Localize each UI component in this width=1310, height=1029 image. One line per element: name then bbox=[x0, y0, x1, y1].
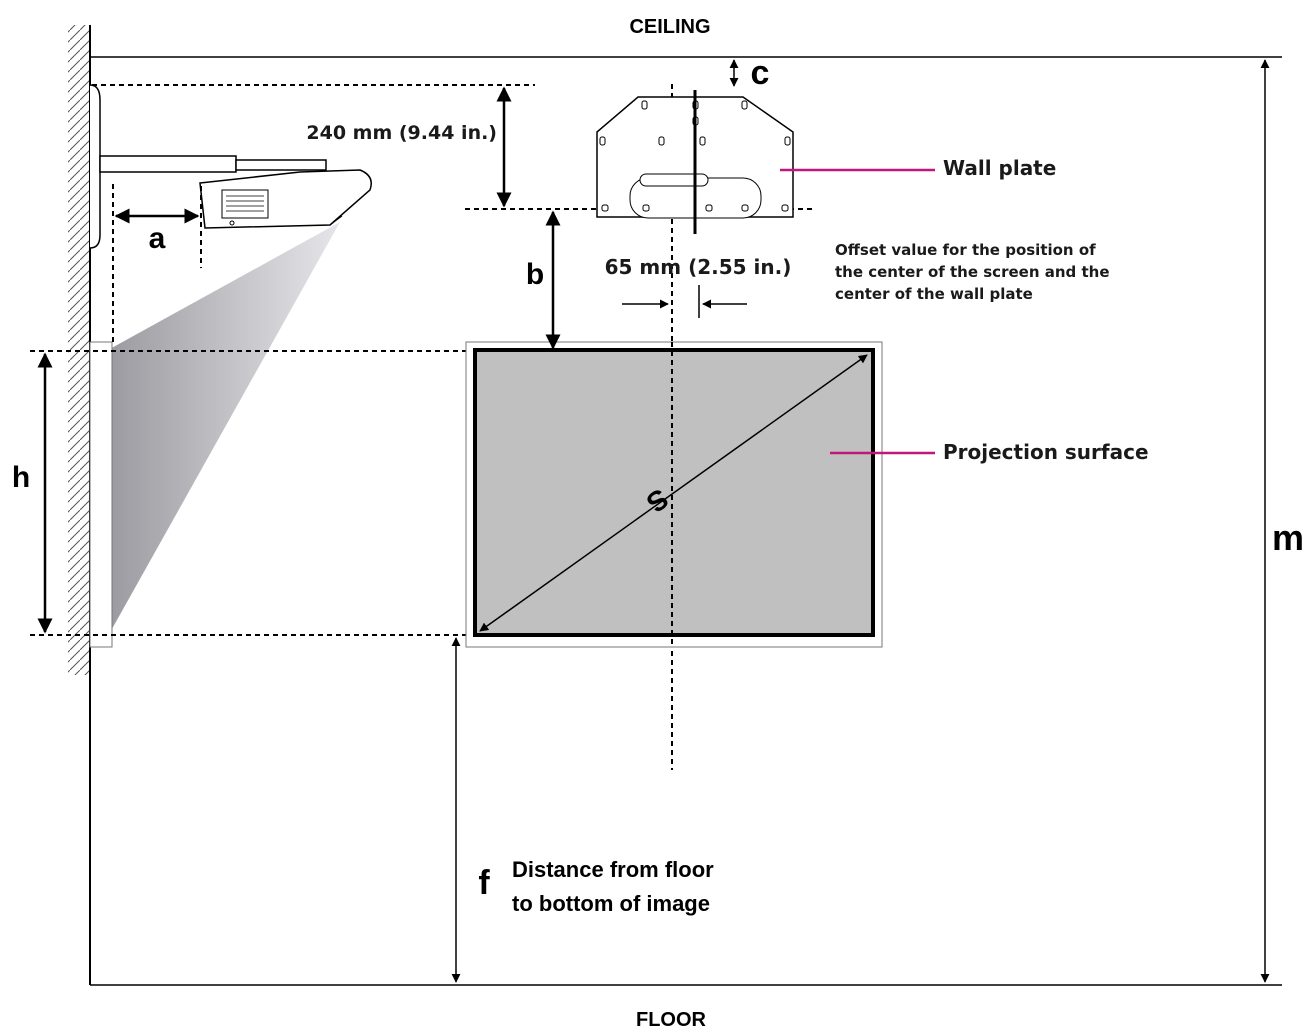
floor-distance-line1: Distance from floor bbox=[512, 857, 714, 882]
projector-side-view bbox=[89, 84, 372, 249]
wall-plate-label: Wall plate bbox=[943, 156, 1056, 180]
dimension-b-label: b bbox=[526, 258, 544, 291]
offset-note-line2: the center of the screen and the bbox=[835, 263, 1110, 281]
dimension-a-label: a bbox=[149, 222, 166, 255]
dimension-240-label: 240 mm (9.44 in.) bbox=[306, 122, 497, 144]
ceiling-label: CEILING bbox=[629, 16, 710, 38]
offset-note-line3: center of the wall plate bbox=[835, 285, 1033, 303]
dimension-f-label: f bbox=[478, 864, 490, 902]
wall-plate bbox=[596, 90, 794, 234]
projection-beam bbox=[108, 222, 340, 636]
dimension-h-label: h bbox=[12, 461, 30, 494]
dimension-c-label: c bbox=[751, 54, 770, 92]
floor-label: FLOOR bbox=[636, 1009, 707, 1029]
projection-surface bbox=[465, 341, 883, 648]
dimension-65-label: 65 mm (2.55 in.) bbox=[605, 255, 792, 279]
offset-note-line1: Offset value for the position of bbox=[835, 241, 1096, 259]
offset-65-arrows bbox=[622, 285, 747, 318]
diagonal-size-arrow bbox=[479, 354, 868, 632]
floor-distance-line2: to bottom of image bbox=[512, 891, 710, 916]
projection-surface-label: Projection surface bbox=[943, 440, 1149, 464]
screen-side-view bbox=[89, 341, 113, 648]
dimension-m-label: m bbox=[1272, 517, 1304, 558]
wall bbox=[68, 25, 91, 985]
